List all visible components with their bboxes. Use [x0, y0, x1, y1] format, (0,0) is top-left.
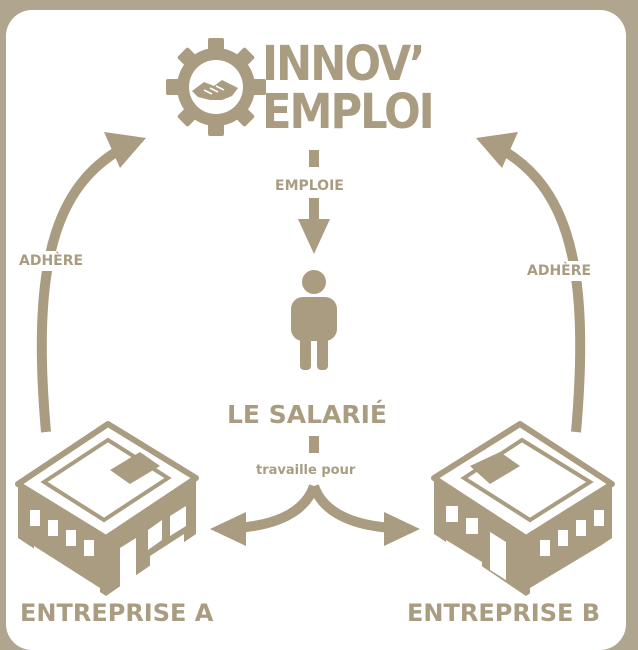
arrowhead-left-up [104, 132, 146, 168]
arrowhead-right-up [476, 132, 518, 168]
label-travaille-pour: travaille pour [253, 461, 359, 480]
arrow-adhere-left [36, 139, 133, 433]
label-entreprise-b: ENTREPRISE B [407, 599, 601, 627]
arrow-adhere-right [489, 139, 586, 433]
person-icon [291, 270, 337, 370]
building-icon-b [431, 421, 615, 596]
diagram-graphics [15, 38, 615, 596]
gear-handshake-icon [166, 38, 266, 136]
label-adhere-right: ADHÈRE [524, 261, 595, 281]
logo-line-2: EMPLOI [262, 84, 435, 140]
label-adhere-left: ADHÈRE [16, 251, 87, 271]
diagram-frame: INNOV’ EMPLOI EMPLOIE ADHÈRE ADHÈRE LE S… [6, 10, 626, 650]
building-icon-a [15, 421, 199, 596]
arrow-travaille-pour [235, 436, 393, 533]
arrowhead-to-a [210, 512, 246, 546]
label-salarie: LE SALARIÉ [227, 400, 387, 429]
label-entreprise-a: ENTREPRISE A [20, 599, 214, 627]
label-emploie: EMPLOIE [272, 176, 347, 196]
logo-line-1: INNOV’ [262, 36, 426, 92]
arrowhead-to-b [384, 512, 420, 546]
arrow-emploie [298, 150, 330, 254]
